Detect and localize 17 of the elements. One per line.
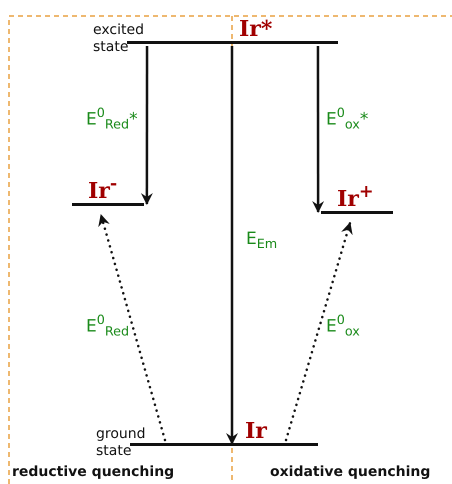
- dotted-arrow: [98, 214, 166, 442]
- dotted-arrow: [284, 222, 353, 442]
- state-caption: excited state: [93, 22, 145, 56]
- energy-level: [321, 184, 393, 214]
- state-label: Ir$^{+}$: [337, 183, 374, 210]
- state-label: Ir$^{-}$: [88, 175, 118, 202]
- state-label: Ir: [245, 420, 267, 442]
- state-caption: ground state: [96, 426, 147, 460]
- arrow: [312, 46, 324, 213]
- arrow: [226, 46, 238, 445]
- state-label: Ir*: [239, 18, 272, 40]
- quenching-title: reductive quenching: [12, 464, 174, 480]
- edge-label: E$^{0}$$_{ox}$*: [326, 106, 368, 132]
- edge-label: E$_{Em}$: [246, 229, 278, 252]
- arrow: [140, 46, 153, 205]
- edge-label: E$^{0}$$_{Red}$*: [86, 106, 138, 132]
- quenching-title: oxidative quenching: [270, 464, 430, 480]
